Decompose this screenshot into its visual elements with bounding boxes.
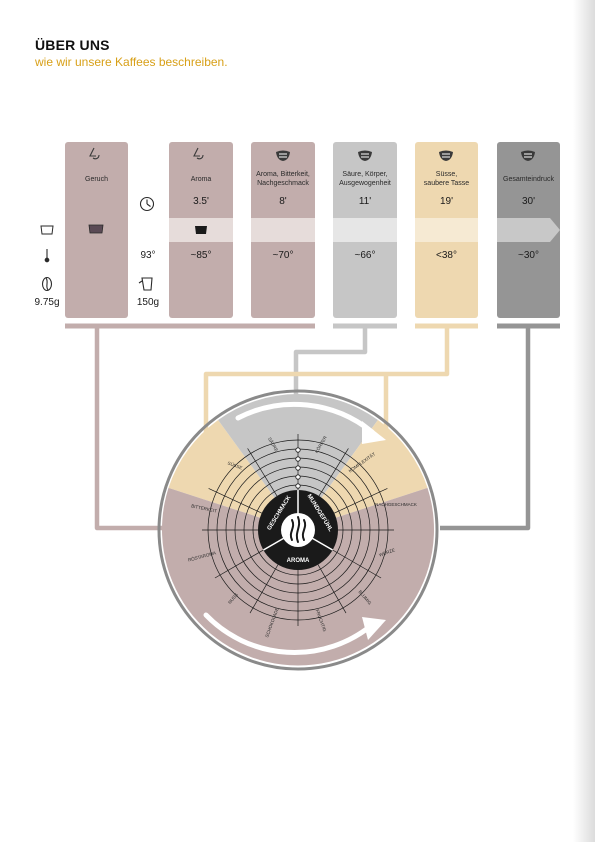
temperature-value: ~30° (518, 250, 539, 261)
cup-icon (88, 224, 104, 234)
mouth-icon (358, 150, 372, 161)
outer-ring (157, 389, 439, 671)
mouth-icon (439, 150, 453, 161)
wheel-hub (258, 490, 338, 570)
temperature-value: <38° (436, 250, 457, 261)
flow-arrows (203, 401, 375, 656)
time-value: 11' (358, 196, 372, 207)
column-label: Gesamteindruck (503, 176, 554, 183)
mouth-icon (276, 150, 290, 161)
page-subtitle: wie wir unsere Kaffees beschreiben. (35, 55, 228, 69)
time-value: 19' (439, 196, 454, 207)
column-label: Aroma, Bitterkeit, Nachgeschmack (256, 171, 310, 187)
cup-icon (195, 226, 207, 234)
page-header: ÜBER UNS wie wir unsere Kaffees beschrei… (35, 37, 228, 69)
page-edge-shadow (573, 0, 595, 842)
coffee-bean-icon (41, 276, 53, 292)
arrow-head-bottom (362, 617, 386, 640)
temperature-value: ~66° (354, 250, 376, 261)
column-label: Süsse, saubere Tasse (423, 171, 470, 187)
nose-icon (193, 147, 204, 160)
time-value: 30' (521, 196, 536, 207)
hub-label-aroma: AROMA (286, 558, 310, 564)
column-label: Geruch (85, 176, 108, 183)
page-title: ÜBER UNS (35, 37, 110, 53)
connector-lines (94, 328, 531, 531)
arrow-head-top (362, 421, 386, 444)
column-label: Aroma (190, 176, 212, 183)
temperature-value: ~85° (190, 250, 212, 261)
thermometer-icon (44, 249, 50, 263)
scale-dots (295, 447, 301, 489)
cooling-band (169, 218, 560, 242)
column-label: Säure, Körper, Ausgewogenheit (339, 171, 391, 187)
water-amount: 150g (136, 297, 160, 308)
attribute-label: NACHGESCHMACK (375, 502, 417, 507)
nose-icon (89, 147, 100, 160)
time-value: 8' (279, 196, 287, 207)
water-jug-icon (138, 277, 153, 291)
temperature-value: ~70° (272, 250, 294, 261)
time-value: 3.5' (193, 196, 209, 207)
brew-temperature: 93° (140, 250, 156, 261)
mouth-icon (521, 150, 535, 161)
clock-icon (139, 196, 155, 212)
cup-icon (40, 225, 54, 235)
coffee-dose: 9.75g (34, 297, 60, 308)
steam-icon (289, 516, 307, 543)
